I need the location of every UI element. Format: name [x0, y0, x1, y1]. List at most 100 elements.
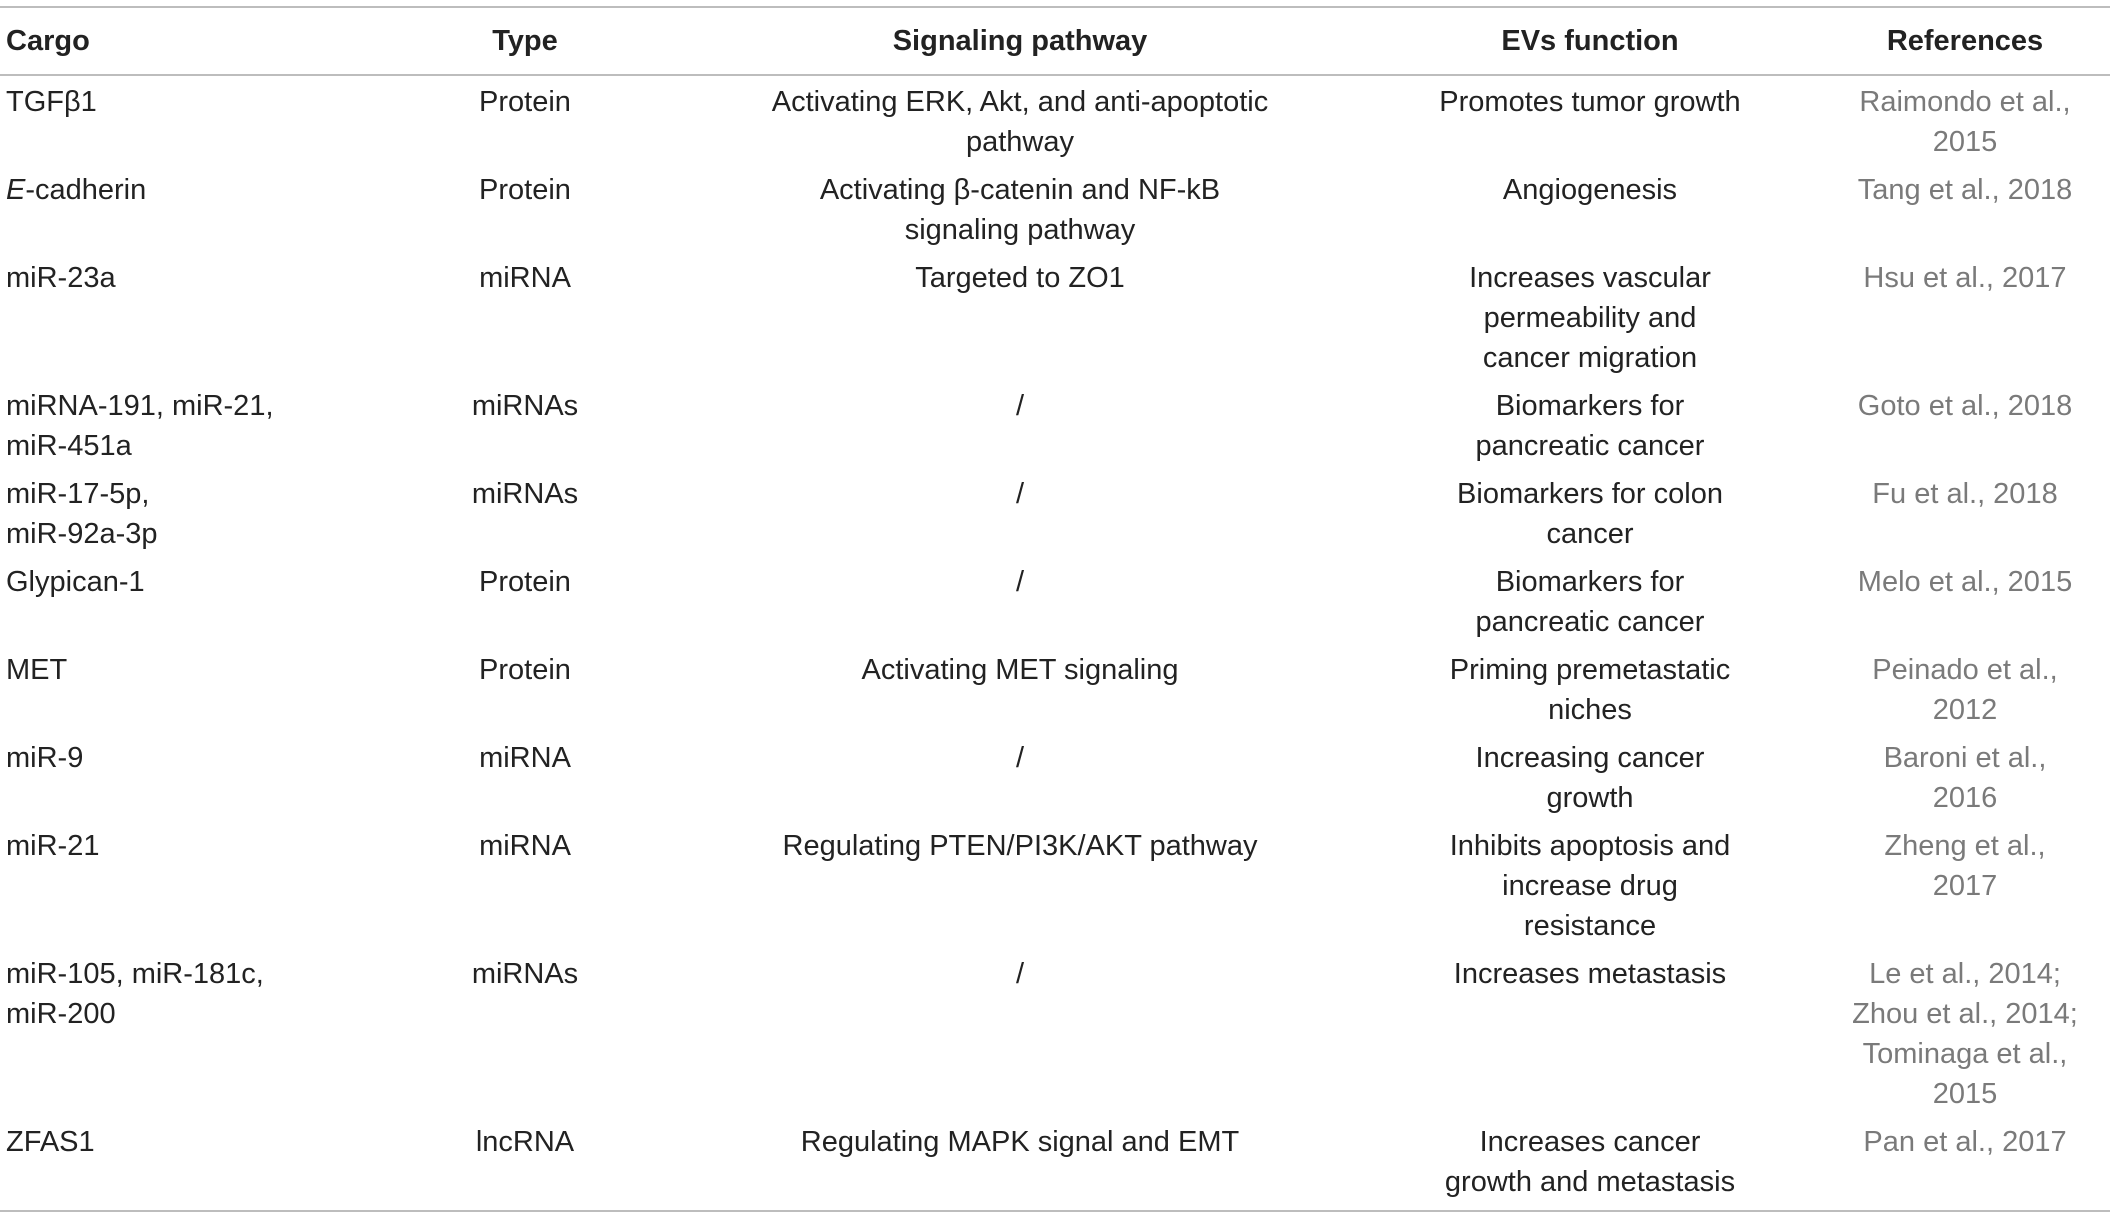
data-table: Cargo Type Signaling pathway EVs functio… — [0, 6, 2110, 1212]
cell-type: miRNAs — [471, 958, 579, 990]
table-row: MET Protein Activating MET signaling Primin… — [0, 650, 2110, 738]
reference-line: Zhou et al., 2014; — [1852, 998, 2078, 1030]
header-row: Cargo Type Signaling pathway EVs functio… — [0, 7, 2110, 75]
function-line: Promotes tumor growth — [1439, 86, 1741, 118]
table-row: miR-17-5p,miR-92a-3p miRNAs / Biomarkers fo… — [0, 474, 2110, 562]
cell-type: miRNA — [479, 742, 571, 774]
pathway-line: Regulating MAPK signal and EMT — [800, 1126, 1240, 1158]
cell-references: Peinado et al.,2012 — [1820, 650, 2110, 738]
cell-type: miRNA — [479, 830, 571, 862]
pathway-line: / — [1015, 390, 1025, 422]
pathway-line: Regulating PTEN/PI3K/AKT pathway — [782, 830, 1258, 862]
reference-line: 2015 — [1932, 126, 1998, 158]
cell-pathway: / — [680, 562, 1360, 650]
function-line: growth — [1546, 782, 1634, 814]
cargo-line: miR-451a — [6, 430, 132, 462]
cell-references: Pan et al., 2017 — [1820, 1122, 2110, 1211]
header-pathway: Signaling pathway — [892, 25, 1148, 57]
reference-line: Tominaga et al., — [1862, 1038, 2068, 1070]
cell-function: Increasing cancer growth — [1360, 738, 1820, 826]
table-row: miRNA-191, miR-21, miR-451a miRNAs / Biomark… — [0, 386, 2110, 474]
cargo-line: miR-92a-3p — [6, 518, 158, 550]
header-references: References — [1886, 25, 2044, 57]
function-line: cancer migration — [1482, 342, 1698, 374]
cell-pathway: / — [680, 386, 1360, 474]
function-line: Biomarkers for colon — [1457, 478, 1723, 510]
cell-type: Protein — [479, 566, 571, 598]
table-row: TGFβ1 Protein Activating ERK, Akt, and ant… — [0, 75, 2110, 170]
pathway-line: Targeted to ZO1 — [915, 262, 1125, 294]
reference-line: 2015 — [1932, 1078, 1998, 1110]
cell-type: Protein — [479, 654, 571, 686]
cell-cargo: miR-105, miR-181c, miR-200 — [0, 954, 370, 1122]
pathway-line: / — [1015, 742, 1025, 774]
function-line: Biomarkers for — [1495, 390, 1685, 422]
function-line: Increasing cancer — [1475, 742, 1705, 774]
cargo-text: miR-21 — [6, 830, 100, 862]
reference-line: 2016 — [1932, 782, 1998, 814]
pathway-line: / — [1015, 478, 1025, 510]
function-line: growth and metastasis — [1444, 1166, 1736, 1198]
table-header: Cargo Type Signaling pathway EVs functio… — [0, 7, 2110, 75]
reference-line: Hsu et al., 2017 — [1863, 262, 2067, 294]
cell-function: Increases cancer growth and metastasis — [1360, 1122, 1820, 1211]
pathway-line: / — [1015, 566, 1025, 598]
cell-function: Biomarkers for colon cancer — [1360, 474, 1820, 562]
header-type: Type — [492, 25, 558, 57]
reference-line: Tang et al., 2018 — [1857, 174, 2073, 206]
header-function: EVs function — [1501, 25, 1679, 57]
table-row: miR-105, miR-181c, miR-200 miRNAs / Increase… — [0, 954, 2110, 1122]
reference-line: Peinado et al., — [1872, 654, 2058, 686]
cell-function: Increases metastasis — [1360, 954, 1820, 1122]
cell-cargo: miR-9 — [0, 738, 370, 826]
function-line: Increases cancer — [1479, 1126, 1701, 1158]
reference-line: Baroni et al., — [1883, 742, 2047, 774]
cell-references: Le et al., 2014; Zhou et al., 2014; Tomina… — [1820, 954, 2110, 1122]
cell-pathway: Regulating MAPK signal and EMT — [680, 1122, 1360, 1211]
function-line: cancer — [1546, 518, 1634, 550]
reference-line: 2017 — [1932, 870, 1998, 902]
cargo-text: miR-9 — [6, 742, 84, 774]
cell-pathway: Activating β-catenin and NF-kB signaling … — [680, 170, 1360, 258]
cell-cargo: MET — [0, 650, 370, 738]
cell-cargo: miR-17-5p,miR-92a-3p — [0, 474, 370, 562]
function-line: Priming premetastatic — [1449, 654, 1731, 686]
header-cargo: Cargo — [6, 25, 90, 57]
cell-references: Tang et al., 2018 — [1820, 170, 2110, 258]
pathway-line: Activating MET signaling — [861, 654, 1179, 686]
cell-cargo: E-cadherin — [0, 170, 370, 258]
reference-line: Pan et al., 2017 — [1863, 1126, 2067, 1158]
pathway-line: signaling pathway — [904, 214, 1136, 246]
cell-cargo: TGFβ1 — [0, 75, 370, 170]
pathway-line: / — [1015, 958, 1025, 990]
cell-references: Melo et al., 2015 — [1820, 562, 2110, 650]
function-line: resistance — [1523, 910, 1657, 942]
cell-references: Zheng et al.,2017 — [1820, 826, 2110, 954]
cell-cargo: Glypican-1 — [0, 562, 370, 650]
cell-cargo: miRNA-191, miR-21, miR-451a — [0, 386, 370, 474]
function-line: increase drug — [1502, 870, 1678, 902]
cell-function: Promotes tumor growth — [1360, 75, 1820, 170]
cell-references: Fu et al., 2018 — [1820, 474, 2110, 562]
cell-references: Baroni et al., 2016 — [1820, 738, 2110, 826]
reference-line: Fu et al., 2018 — [1872, 478, 2058, 510]
cell-references: Raimondo et al.,2015 — [1820, 75, 2110, 170]
cell-type: miRNAs — [471, 478, 579, 510]
cell-pathway: Activating MET signaling — [680, 650, 1360, 738]
cell-pathway: / — [680, 954, 1360, 1122]
reference-line: Le et al., 2014; — [1869, 958, 2061, 990]
cargo-text: Glypican-1 — [6, 566, 145, 598]
pathway-line: Activating β-catenin and NF-kB — [819, 174, 1221, 206]
cargo-line: miR-105, miR-181c, — [6, 958, 264, 990]
function-line: pancreatic cancer — [1475, 430, 1705, 462]
cell-type: miRNAs — [471, 390, 579, 422]
cargo-line: miR-200 — [6, 998, 116, 1030]
cargo-line: miRNA-191, miR-21, — [6, 390, 274, 422]
cell-type: Protein — [479, 86, 571, 118]
